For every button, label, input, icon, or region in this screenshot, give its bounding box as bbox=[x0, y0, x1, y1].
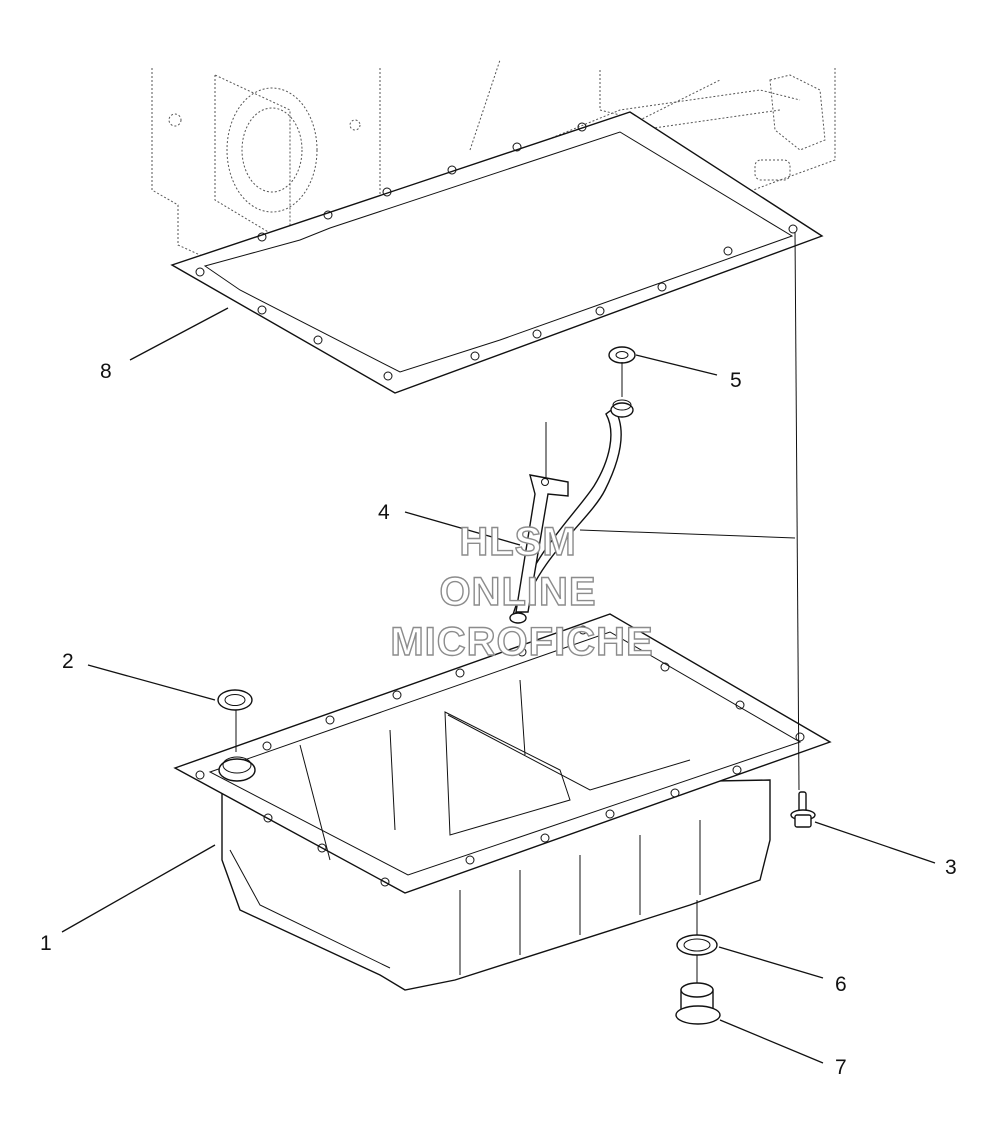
drain-plug-7 bbox=[675, 982, 721, 1025]
oil-suction-pipe bbox=[509, 399, 634, 624]
watermark-line-2: ONLINE bbox=[439, 570, 596, 614]
callout-8: 8 bbox=[100, 360, 112, 383]
assembly-lines bbox=[235, 231, 800, 983]
oil-pan bbox=[173, 613, 832, 991]
watermark-line-1: HLSM bbox=[459, 520, 576, 564]
drain-plug-washer-6 bbox=[676, 934, 718, 956]
pan-bolt-holes bbox=[195, 625, 805, 887]
callout-4: 4 bbox=[378, 501, 390, 524]
callout-7: 7 bbox=[835, 1056, 847, 1079]
o-ring-2 bbox=[217, 689, 253, 711]
callout-1: 1 bbox=[40, 932, 52, 955]
watermark: HLSM ONLINE MICROFICHE bbox=[390, 519, 654, 664]
sealing-ring-5 bbox=[608, 346, 636, 364]
callout-2: 2 bbox=[62, 650, 74, 673]
callout-3: 3 bbox=[945, 856, 957, 879]
leader-lines bbox=[61, 307, 936, 1064]
callout-6: 6 bbox=[835, 973, 847, 996]
callout-5: 5 bbox=[730, 369, 742, 392]
callout-labels: 1 2 3 4 5 6 7 8 bbox=[40, 360, 957, 1079]
watermark-line-3: MICROFICHE bbox=[390, 620, 653, 664]
flange-bolt-3 bbox=[790, 791, 816, 828]
gasket-bolt-holes bbox=[195, 122, 798, 381]
oil-pan-gasket bbox=[170, 111, 824, 394]
